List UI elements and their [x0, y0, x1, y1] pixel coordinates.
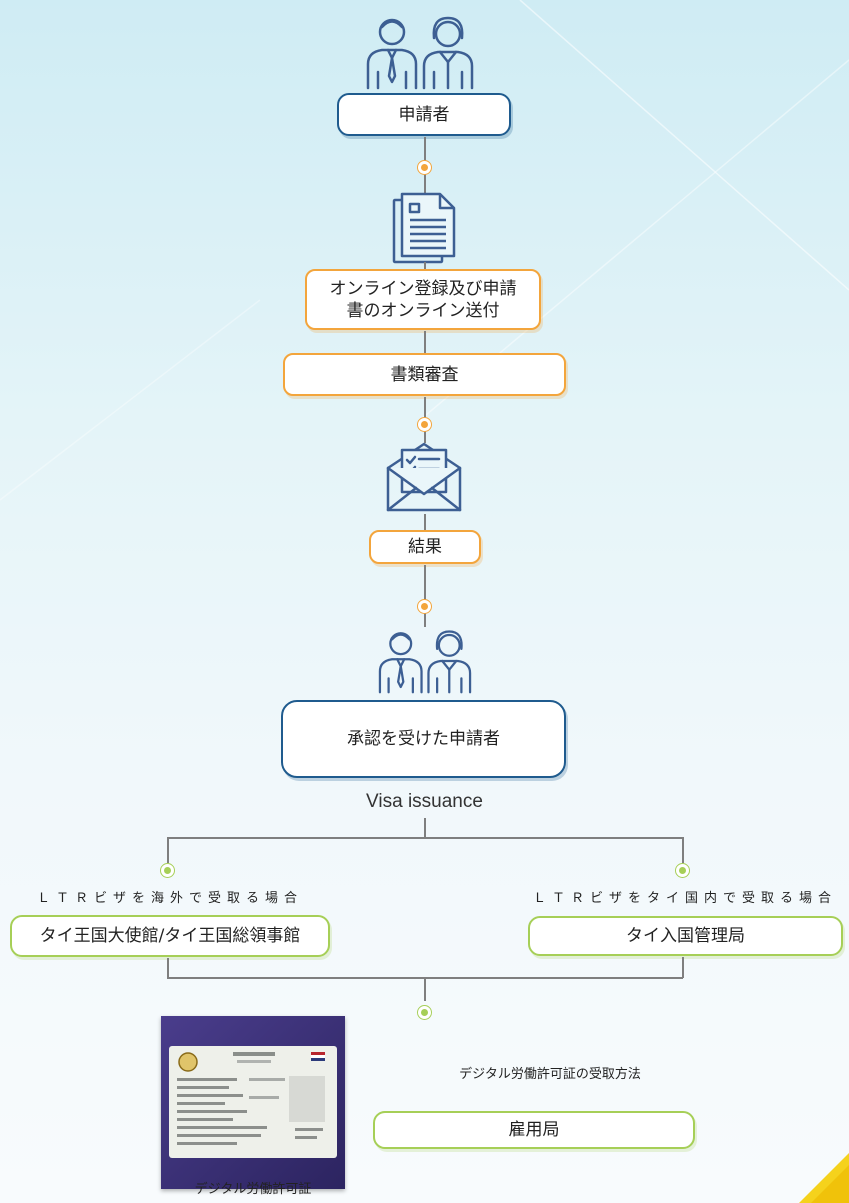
connector-line: [167, 837, 169, 863]
connector-line: [424, 262, 426, 270]
connector-line: [424, 818, 426, 838]
connector-line: [424, 977, 426, 1001]
connector-dot: [417, 160, 432, 175]
connector-line: [682, 957, 684, 978]
employment-office-label: 雇用局: [508, 1120, 560, 1140]
document-review-box: 書類審査: [283, 353, 566, 396]
applicants-people-icon: [360, 12, 480, 92]
approved-people-icon: [373, 626, 477, 696]
connector-dot: [417, 417, 432, 432]
applicant-label: 申請者: [398, 104, 450, 125]
online-registration-label-line2: 書のオンライン送付: [346, 300, 500, 321]
corner-accent: [799, 1153, 849, 1203]
result-label: 結果: [408, 537, 442, 557]
applicant-box: 申請者: [337, 93, 511, 136]
document-review-label: 書類審査: [390, 364, 459, 385]
work-permit-method-caption: デジタル労働許可証の受取方法: [459, 1067, 641, 1082]
embassy-label: タイ王国大使館/タイ王国総領事館: [39, 926, 301, 946]
envelope-checklist-icon: [384, 440, 464, 514]
embassy-box: タイ王国大使館/タイ王国総領事館: [10, 915, 330, 957]
in-thailand-caption: ＬＴＲビザをタイ国内で受取る場合: [532, 891, 837, 906]
immigration-box: タイ入国管理局: [528, 916, 843, 956]
employment-office-box: 雇用局: [373, 1111, 695, 1149]
connector-line: [424, 331, 426, 353]
work-permit-card-caption: デジタル労働許可証: [194, 1182, 312, 1197]
visa-issuance-label: Visa issuance: [366, 791, 483, 812]
connector-line: [424, 565, 426, 627]
approved-applicant-label: 承認を受けた申請者: [347, 729, 500, 749]
connector-dot: [675, 863, 690, 878]
document-icon: [390, 190, 460, 266]
approved-applicant-box: 承認を受けた申請者: [281, 700, 566, 778]
connector-dot: [160, 863, 175, 878]
online-registration-box: オンライン登録及び申請 書のオンライン送付: [305, 269, 541, 330]
connector-line: [167, 958, 169, 978]
abroad-caption: ＬＴＲビザを海外で受取る場合: [36, 891, 303, 906]
branch-top-line: [167, 837, 683, 839]
connector-dot: [417, 1005, 432, 1020]
connector-line: [682, 837, 684, 863]
immigration-label: タイ入国管理局: [626, 926, 745, 946]
online-registration-label-line1: オンライン登録及び申請: [329, 278, 517, 299]
result-box: 結果: [369, 530, 481, 564]
connector-line: [424, 514, 426, 530]
connector-dot: [417, 599, 432, 614]
work-permit-card-image: [161, 1016, 345, 1189]
